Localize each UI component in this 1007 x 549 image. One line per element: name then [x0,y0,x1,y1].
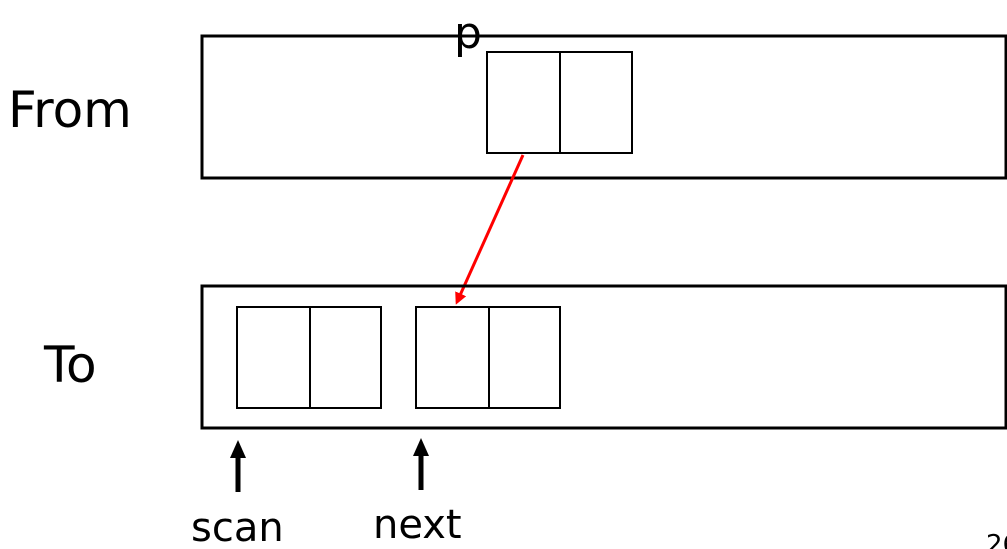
to-space-label: To [43,336,97,394]
scan-label: scan [191,505,284,549]
to-object-1-cell-2 [309,306,382,409]
forwarding-pointer-arrow [455,154,525,305]
to-object-copied [415,306,561,409]
scan-arrow-head [230,440,246,458]
from-object-cell-2 [559,51,633,154]
scan-pointer [230,440,246,492]
from-object-cell-1 [486,51,561,154]
to-object-2-cell-2 [488,306,561,409]
to-object-1-cell-1 [236,306,311,409]
next-arrow-head [413,438,429,456]
from-space-region [200,34,1007,180]
pointer-p-label: p [454,8,482,59]
to-object-2-cell-1 [415,306,490,409]
from-space-label: From [8,81,132,139]
next-pointer [413,438,429,490]
to-space-region [200,284,1007,430]
page-number: 26 [986,530,1007,549]
next-label: next [373,502,462,548]
to-object-scanned [236,306,382,409]
from-object [486,51,633,154]
